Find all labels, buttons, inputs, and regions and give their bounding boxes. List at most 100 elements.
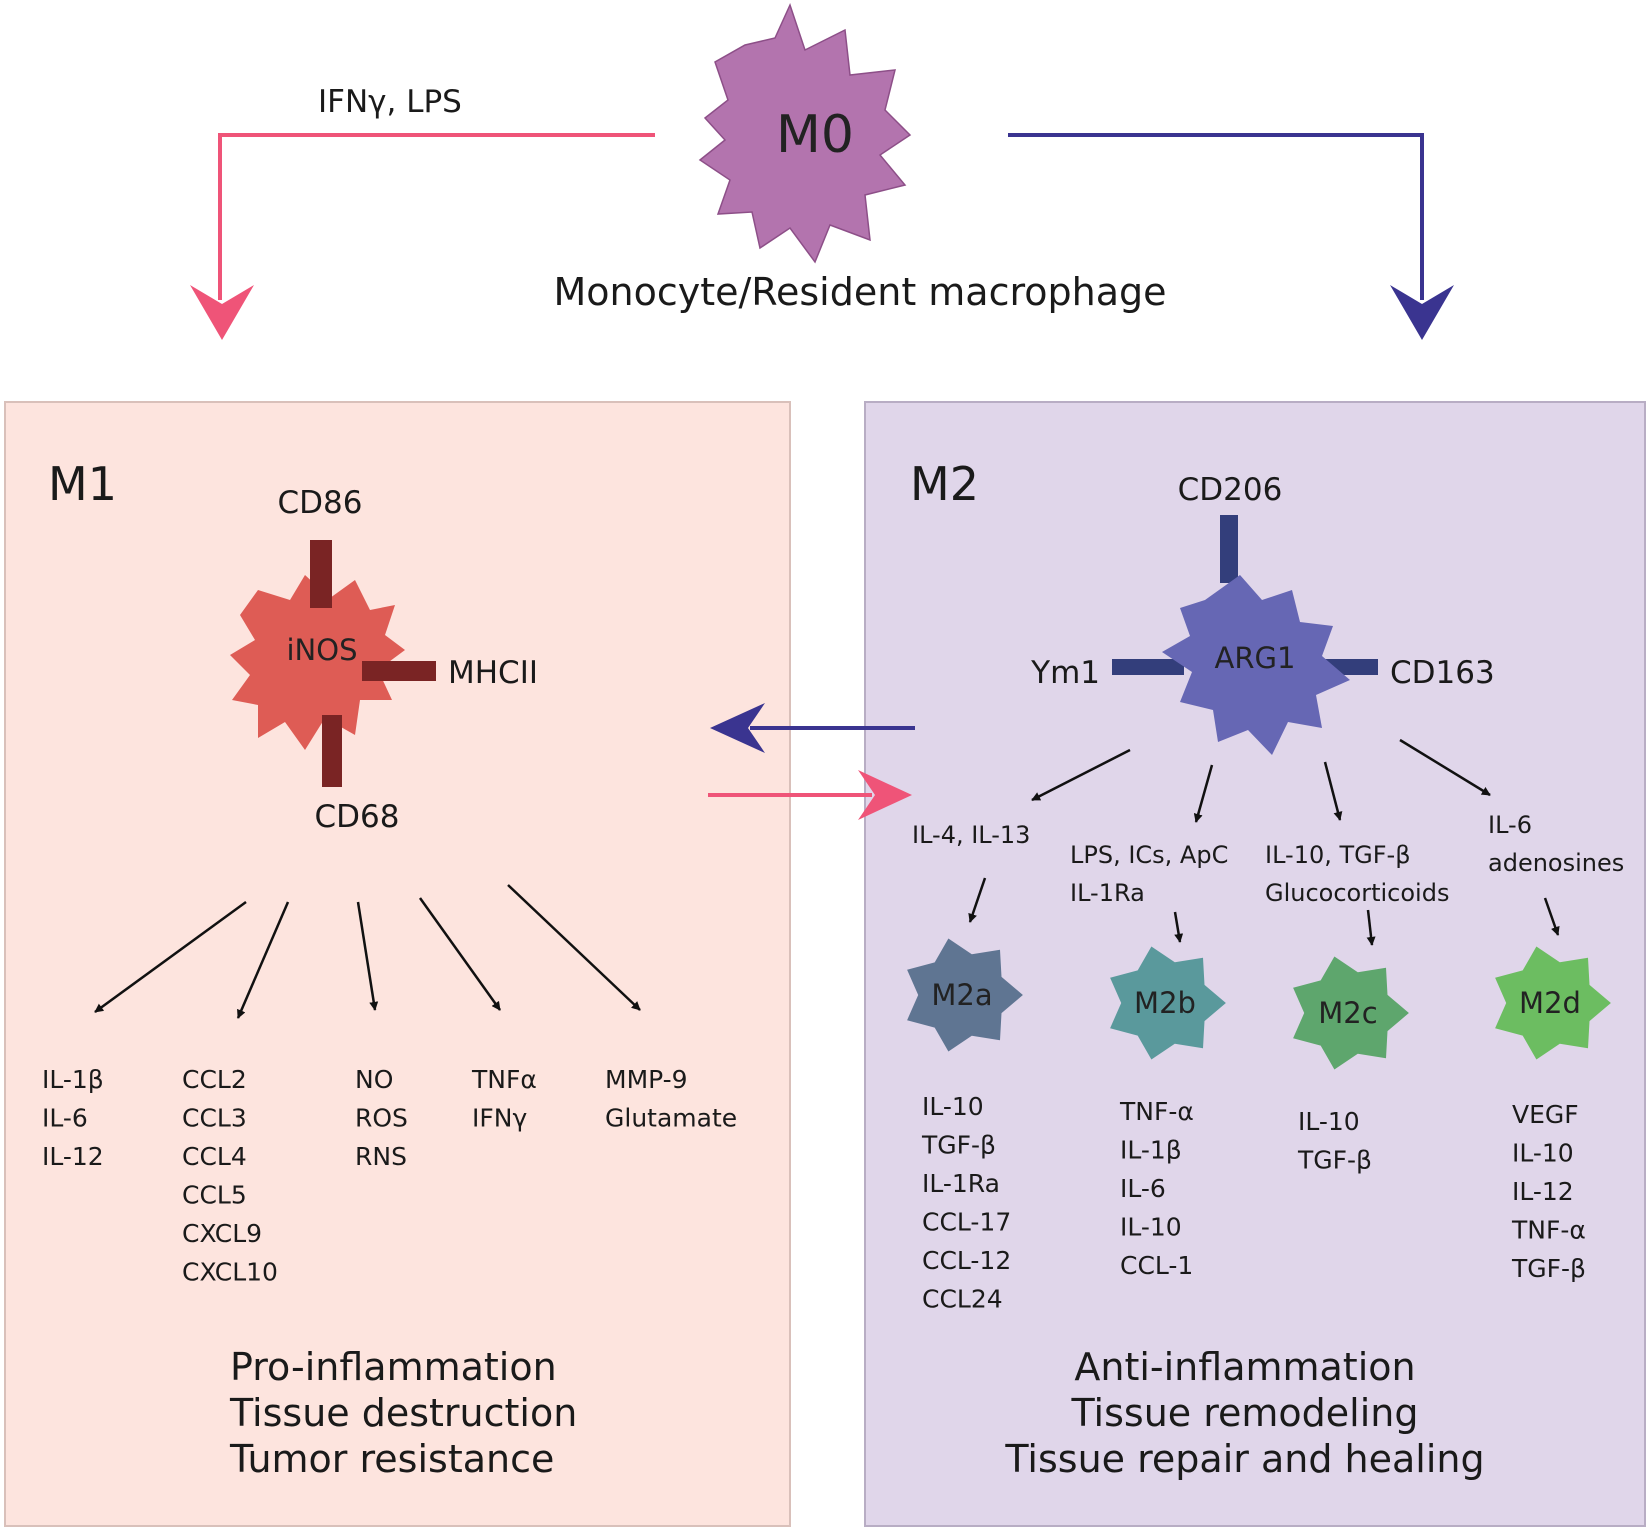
- m2-title: M2: [910, 457, 979, 511]
- m2-subtype-name: M2d: [1519, 986, 1581, 1020]
- m1-marker-bottom: CD68: [315, 799, 400, 835]
- m1-panel: [4, 401, 791, 1527]
- m2-subtype-cell-icon: [1293, 956, 1409, 1070]
- m2-subtype-product: CCL24: [922, 1285, 1003, 1314]
- m2-subtype-group: IL-4, IL-13M2aIL-10TGF-βIL-1RaCCL-17CCL-…: [907, 811, 1624, 1314]
- m1-marker-bottom-bar: [322, 715, 342, 787]
- m2-subtype-stimulus: IL-6: [1488, 811, 1532, 839]
- m2-subtype-product: VEGF: [1512, 1100, 1579, 1129]
- m1-function-item: Tissue destruction: [229, 1391, 577, 1435]
- m1-marker-right: MHCII: [448, 655, 538, 691]
- m2-subtype-cell-icon: [1495, 946, 1611, 1060]
- m2-subtype-product: IL-10: [1512, 1139, 1574, 1168]
- m2-subtype-product: IL-10: [1298, 1107, 1360, 1136]
- m2c-stim-arrow: [1366, 909, 1376, 946]
- m2a-stim-arrow: [968, 877, 987, 923]
- m2-subtype-cell-icon: [1110, 946, 1226, 1060]
- m2-arrow-a: [1031, 748, 1131, 802]
- m2-function-item: Tissue remodeling: [1071, 1391, 1419, 1435]
- m1-product-item: CCL5: [182, 1181, 247, 1210]
- m2-subtype-stimulus: IL-1Ra: [1070, 879, 1145, 907]
- m2-subtype-product: CCL-12: [922, 1246, 1011, 1275]
- m2-subtype-product: IL-10: [922, 1092, 984, 1121]
- m2-subtype-name: M2c: [1318, 996, 1377, 1030]
- m1-signal-label: IFNγ, LPS: [318, 84, 462, 120]
- m2-subtype-stimulus: IL-10, TGF-β: [1265, 841, 1411, 869]
- m2-subtype-cell-icon: [907, 938, 1023, 1052]
- m2-arrow-b: [1193, 764, 1214, 823]
- m2b-stim-arrow: [1173, 911, 1184, 943]
- m2-subtype-product: TGF-β: [921, 1131, 996, 1160]
- m1-marker-top: CD86: [278, 485, 363, 521]
- m2-core-marker: ARG1: [1215, 641, 1296, 675]
- m0-to-m2-arrow: [1008, 133, 1424, 300]
- m2-subtype-name: M2b: [1134, 986, 1196, 1020]
- m0-caption: Monocyte/Resident macrophage: [553, 270, 1166, 314]
- m1-product-lists: IL-1βIL-6IL-12CCL2CCL3CCL4CCL5CXCL9CXCL1…: [42, 1065, 737, 1287]
- m2-cell-icon: [1162, 575, 1350, 755]
- m2-subtype-stimulus: Glucocorticoids: [1265, 879, 1449, 907]
- m2-subtype-product: IL-12: [1512, 1177, 1574, 1206]
- m2-subtype-product: CCL-1: [1120, 1251, 1193, 1280]
- m2-marker-left-bar: [1112, 659, 1184, 675]
- m2-marker-top-bar: [1220, 515, 1238, 583]
- m2-function-item: Anti-inflammation: [1074, 1345, 1415, 1389]
- m2d-stim-arrow: [1543, 897, 1560, 936]
- m0-to-m1-arrow: [218, 133, 655, 300]
- m1-arrow-1: [94, 900, 247, 1014]
- m0-label: M0: [776, 105, 854, 165]
- m1-arrow-4: [418, 897, 502, 1011]
- m1-product-item: NO: [355, 1065, 393, 1094]
- m1-product-arrows: [94, 884, 641, 1019]
- m1-arrow-2: [236, 901, 290, 1019]
- m2-function-item: Tissue repair and healing: [1004, 1437, 1484, 1481]
- m2-marker-right: CD163: [1390, 655, 1495, 691]
- m2-arrow-c: [1323, 761, 1343, 821]
- m2-subtype-m2d: IL-6adenosinesM2dVEGFIL-10IL-12TNF-αTGF-…: [1488, 811, 1624, 1283]
- m1-function-item: Tumor resistance: [229, 1437, 554, 1481]
- m1-product-item: CCL4: [182, 1142, 247, 1171]
- m0-cell-icon: [698, 2, 912, 264]
- m2-marker-top: CD206: [1178, 472, 1283, 508]
- m2-to-m1-arrowhead: [710, 703, 765, 753]
- m1-product-item: MMP-9: [605, 1065, 688, 1094]
- m2-marker-left: Ym1: [1030, 655, 1100, 691]
- m1-product-item: ROS: [355, 1104, 408, 1133]
- m2-subtype-stimulus: IL-4, IL-13: [912, 821, 1030, 849]
- m2-subtype-product: TGF-β: [1297, 1146, 1372, 1175]
- m2-subtype-product: CCL-17: [922, 1208, 1011, 1237]
- m1-product-item: CCL2: [182, 1065, 247, 1094]
- m1-marker-right-bar: [362, 661, 436, 681]
- m2-subtype-m2a: IL-4, IL-13M2aIL-10TGF-βIL-1RaCCL-17CCL-…: [907, 821, 1030, 1314]
- m2-subtype-name: M2a: [931, 978, 992, 1012]
- m2-subtype-product: TNF-α: [1511, 1216, 1586, 1245]
- m1-arrow-3: [356, 901, 379, 1011]
- m0-to-m2-arrowhead: [1390, 285, 1454, 340]
- m1-product-item: IL-1β: [42, 1065, 104, 1094]
- m2-subtype-m2b: LPS, ICs, ApCIL-1RaM2bTNF-αIL-1βIL-6IL-1…: [1070, 841, 1228, 1280]
- m1-marker-top-bar: [310, 540, 332, 608]
- m2-subtype-product: TNF-α: [1119, 1097, 1194, 1126]
- m2-subtype-stimulus: LPS, ICs, ApC: [1070, 841, 1228, 869]
- m2-subtype-product: IL-6: [1120, 1174, 1166, 1203]
- m1-product-item: CXCL9: [182, 1219, 262, 1248]
- m2-subtype-arrows: [968, 738, 1560, 946]
- m2-subtype-product: IL-1Ra: [922, 1169, 1000, 1198]
- m1-title: M1: [48, 457, 117, 511]
- m1-product-item: RNS: [355, 1142, 407, 1171]
- m1-product-item: IFNγ: [472, 1104, 527, 1133]
- m1-core-marker: iNOS: [287, 633, 358, 667]
- m1-cell-icon: [230, 575, 405, 750]
- m2-subtype-stimulus: adenosines: [1488, 849, 1624, 877]
- m1-product-item: IL-12: [42, 1142, 104, 1171]
- m1-function-item: Pro-inflammation: [230, 1345, 557, 1389]
- m0-to-m1-arrowhead: [190, 285, 254, 340]
- m1-product-item: CXCL10: [182, 1258, 278, 1287]
- m1-arrow-5: [507, 884, 641, 1011]
- m2-subtype-product: IL-1β: [1120, 1136, 1182, 1165]
- m1-product-item: TNFα: [471, 1065, 537, 1094]
